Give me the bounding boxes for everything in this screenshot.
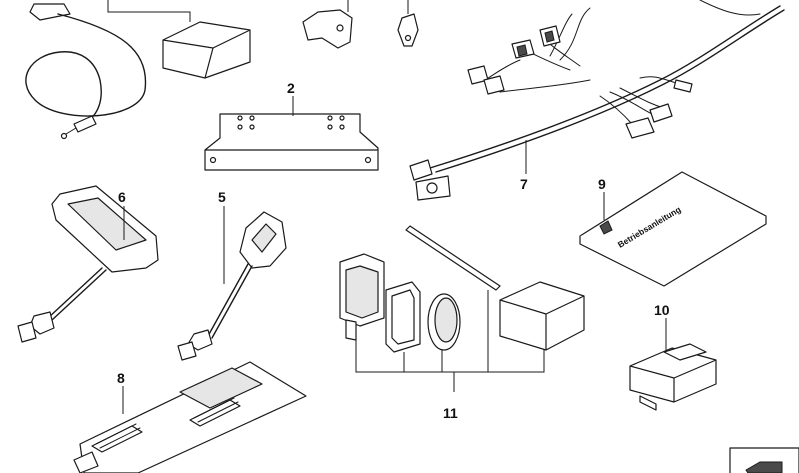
callout-9: 9 <box>598 176 606 192</box>
callout-7: 7 <box>520 176 528 192</box>
callout-5: 5 <box>218 189 226 205</box>
clip-bracket <box>302 0 353 49</box>
manual-part-9: Betriebsanleitung <box>579 171 767 287</box>
callout-10: 10 <box>654 302 670 318</box>
foam-box-top <box>162 21 251 79</box>
module-part-10 <box>629 318 717 411</box>
antenna-cable-assembly <box>25 3 147 140</box>
mounting-kit-part-11 <box>339 225 585 392</box>
callout-11: 11 <box>443 405 458 421</box>
plug-clip <box>397 0 419 47</box>
wiring-harness-part-7 <box>409 0 785 201</box>
flat-antenna-part-6 <box>17 185 159 343</box>
bracket-part-2 <box>204 96 379 171</box>
callout-6: 6 <box>118 189 126 205</box>
pointing-arrow-logo-icon <box>729 447 799 473</box>
callout-8: 8 <box>117 370 125 386</box>
antenna-part-5 <box>177 206 287 361</box>
callout-2: 2 <box>287 80 295 96</box>
top-bracket-leader <box>107 0 191 22</box>
control-unit-part-8 <box>73 361 307 473</box>
